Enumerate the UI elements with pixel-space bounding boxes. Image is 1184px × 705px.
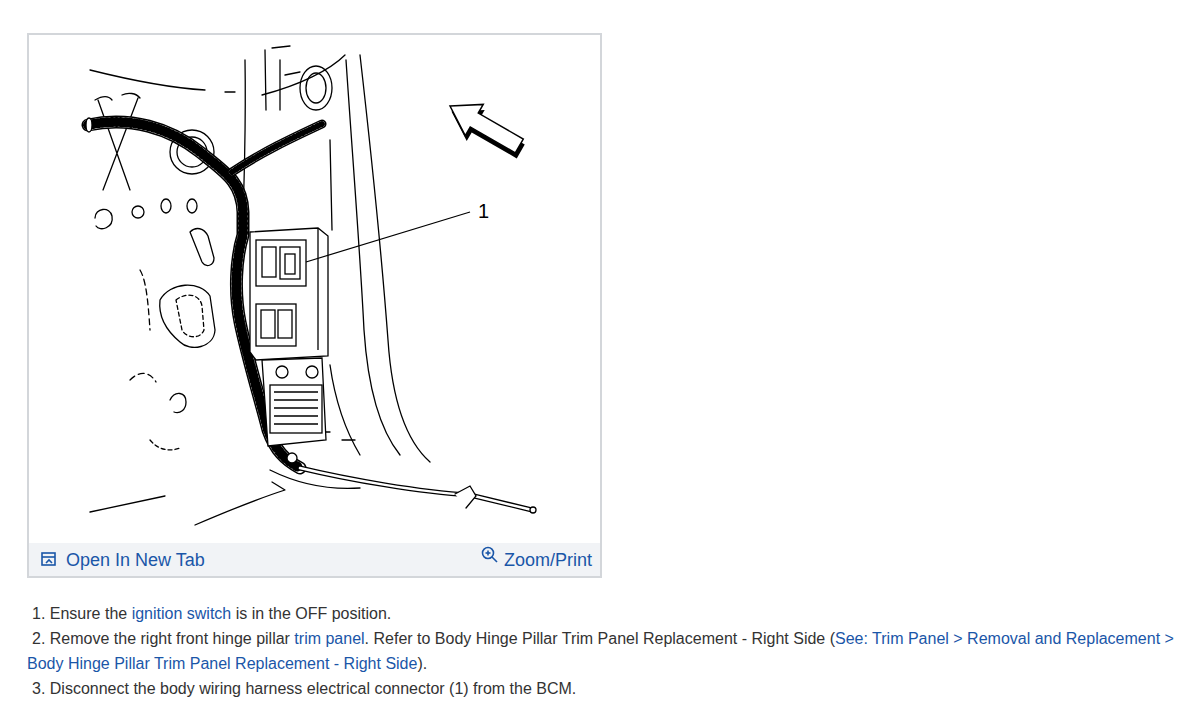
step-text: . Refer to Body Hinge Pillar Trim Panel … [365, 630, 835, 647]
figure-frame: 1Open In New Tab Zoom/Print [27, 33, 602, 578]
figure-ground [28, 34, 601, 577]
step-text: 1. Ensure the [32, 605, 132, 622]
step-text: is in the OFF position. [231, 605, 391, 622]
instruction-step: 1. Ensure the ignition switch is in the … [27, 601, 1177, 626]
step-text: 2. Remove the right front hinge pillar [32, 630, 294, 647]
callout-number: 1 [478, 200, 489, 223]
instruction-steps: 1. Ensure the ignition switch is in the … [27, 601, 1177, 701]
link-text: trim panel [294, 630, 364, 647]
step-text: 3. Disconnect the body wiring harness el… [32, 680, 576, 697]
new-tab-icon [42, 553, 55, 565]
instruction-step: 3. Disconnect the body wiring harness el… [27, 676, 1177, 701]
instruction-step: 2. Remove the right front hinge pillar t… [27, 626, 1177, 676]
step-text: ). [417, 655, 427, 672]
figure-toolbar [28, 543, 601, 577]
leader-line [306, 212, 470, 262]
bcm-module [250, 228, 328, 463]
link-text: ignition switch [132, 605, 232, 622]
link-text: Open In New Tab [66, 550, 205, 571]
view-arrow [439, 90, 532, 167]
wiring-harness [86, 118, 536, 513]
link-text: Zoom/Print [504, 550, 592, 571]
zoom-icon [483, 548, 498, 563]
